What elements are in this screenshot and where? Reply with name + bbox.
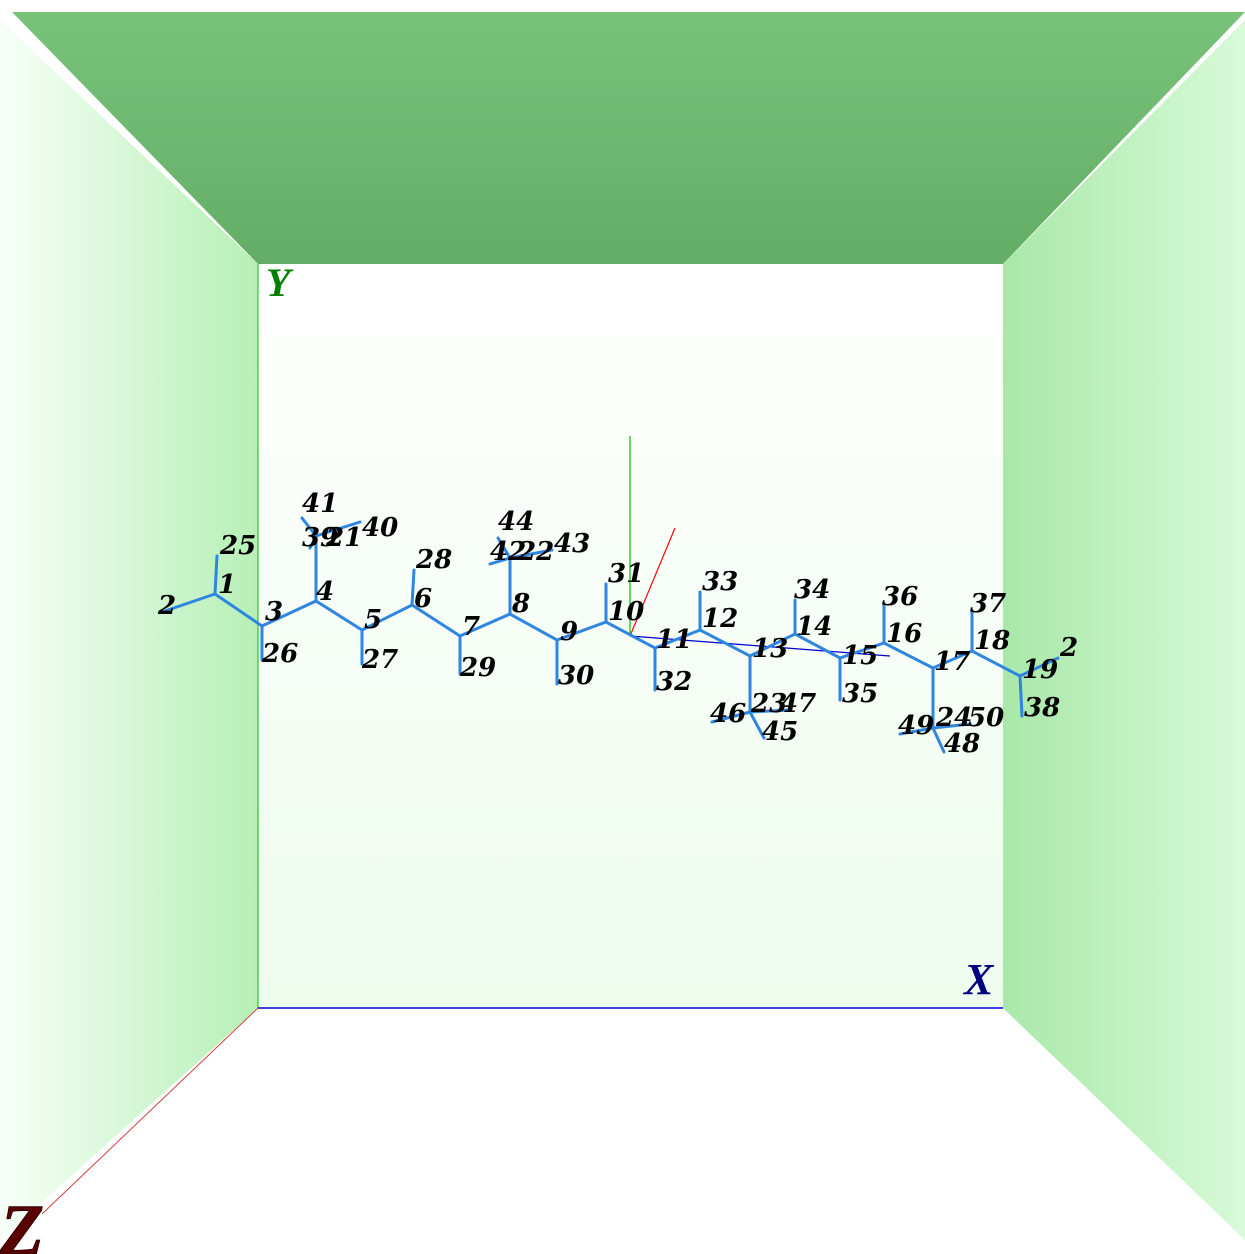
atom-label: 40 <box>362 513 398 543</box>
axis-label-z: Z <box>0 1190 44 1254</box>
atom-label: 27 <box>361 645 398 675</box>
atom-label: 26 <box>261 639 298 669</box>
atom-label: 8 <box>511 589 530 619</box>
atom-label: 6 <box>414 584 432 614</box>
atom-label: 39 <box>302 523 338 553</box>
axis-label-y: Y <box>266 260 294 305</box>
atom-label: 44 <box>498 507 534 537</box>
atom-label: 37 <box>970 589 1006 619</box>
bond <box>314 520 362 538</box>
bond <box>308 534 318 550</box>
atom-label: 28 <box>415 545 452 575</box>
bond <box>508 548 554 560</box>
backbone-chain <box>160 592 1060 678</box>
atom-label: 1 <box>218 570 236 600</box>
atom-label: 16 <box>886 619 922 649</box>
atom-label: 17 <box>934 647 970 677</box>
atom-label: 2 <box>1059 633 1078 663</box>
atom-label: 14 <box>796 612 832 642</box>
atom-label: 34 <box>794 575 830 605</box>
axis-label-x: X <box>962 955 995 1004</box>
atom-label: 38 <box>1024 693 1060 723</box>
bond <box>410 568 416 607</box>
atom-label: 36 <box>882 582 918 612</box>
atom-label: 22 <box>517 537 554 567</box>
bond <box>488 556 512 566</box>
atom-label: 35 <box>842 679 878 709</box>
bond <box>213 554 219 596</box>
atom-label: 29 <box>459 653 496 683</box>
atom-label: 42 <box>490 537 526 567</box>
atom-label: 50 <box>968 703 1004 733</box>
atom-label: 31 <box>608 559 644 589</box>
atom-label: 45 <box>762 717 798 747</box>
bond <box>496 536 512 560</box>
bond <box>748 708 792 714</box>
bond <box>931 722 972 730</box>
bond <box>931 726 946 754</box>
atom-label: 12 <box>702 604 738 634</box>
atom-label: 7 <box>462 612 480 642</box>
bond-network <box>160 516 1060 754</box>
atom-label: 33 <box>702 567 738 597</box>
origin-z-axis <box>629 527 676 637</box>
atom-label: 4 <box>316 577 334 607</box>
atom-label: 9 <box>560 617 578 647</box>
atom-label: 23 <box>750 689 787 719</box>
bond <box>710 710 752 724</box>
atom-label: 13 <box>752 634 788 664</box>
atom-label: 19 <box>1022 655 1058 685</box>
ceiling-panel <box>12 12 1245 264</box>
atom-label: 43 <box>554 529 590 559</box>
atom-label: 47 <box>780 689 816 719</box>
atom-label: 3 <box>265 597 283 627</box>
bond <box>748 710 766 740</box>
atom-label: 2 <box>157 591 176 621</box>
atom-labels: 1 2 3 4 5 6 7 8 9 10 11 12 13 14 15 16 1… <box>157 489 1078 759</box>
atom-label: 18 <box>974 626 1010 656</box>
atom-label: 25 <box>219 531 256 561</box>
floor-panel <box>0 1008 1245 1254</box>
atom-label: 30 <box>558 661 594 691</box>
bond <box>300 516 318 538</box>
atom-label: 32 <box>656 667 692 697</box>
left-wall-panel <box>0 20 258 1240</box>
atom-label: 11 <box>656 625 692 655</box>
atom-label: 41 <box>302 489 338 519</box>
atom-label: 10 <box>608 597 644 627</box>
atom-label: 5 <box>364 605 382 635</box>
bond <box>898 726 935 736</box>
bond <box>1018 674 1024 718</box>
atom-label: 46 <box>710 699 746 729</box>
right-wall-panel <box>1003 20 1245 1240</box>
atom-label: 21 <box>325 523 362 553</box>
atom-label: 15 <box>842 641 878 671</box>
z-axis-line <box>41 1007 259 1215</box>
atom-label: 48 <box>944 729 980 759</box>
atom-label: 49 <box>898 711 934 741</box>
atom-label: 24 <box>935 703 972 733</box>
